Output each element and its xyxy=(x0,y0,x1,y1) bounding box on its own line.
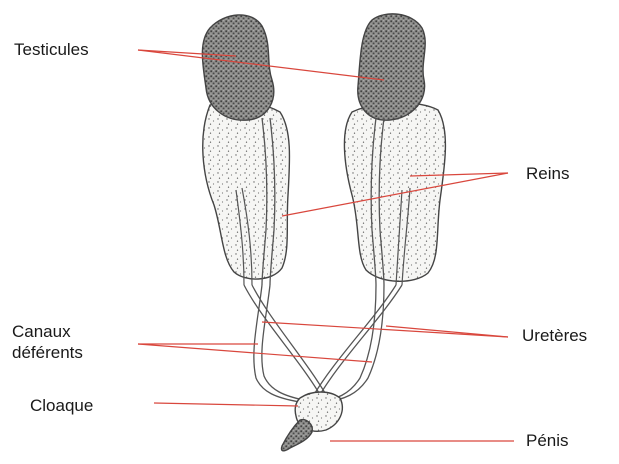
leader-cloaque xyxy=(154,403,298,406)
leader-lines xyxy=(138,50,514,441)
leader-canaux-top xyxy=(138,344,372,362)
label-canaux-line1: Canaux xyxy=(12,322,71,342)
leader-ureteres-bottom xyxy=(386,326,508,337)
label-testicules: Testicules xyxy=(14,40,89,60)
label-penis: Pénis xyxy=(526,431,569,451)
right-testicle xyxy=(358,14,425,120)
label-canaux-line2: déférents xyxy=(12,343,83,363)
right-kidney xyxy=(344,103,445,282)
leader-ureteres-top xyxy=(262,322,508,337)
left-duct-lower xyxy=(244,285,322,398)
label-ureteres: Uretères xyxy=(522,326,587,346)
penis xyxy=(281,420,312,451)
label-cloaque: Cloaque xyxy=(30,396,93,416)
left-testicle xyxy=(202,15,273,120)
left-kidney xyxy=(203,101,290,279)
label-reins: Reins xyxy=(526,164,569,184)
